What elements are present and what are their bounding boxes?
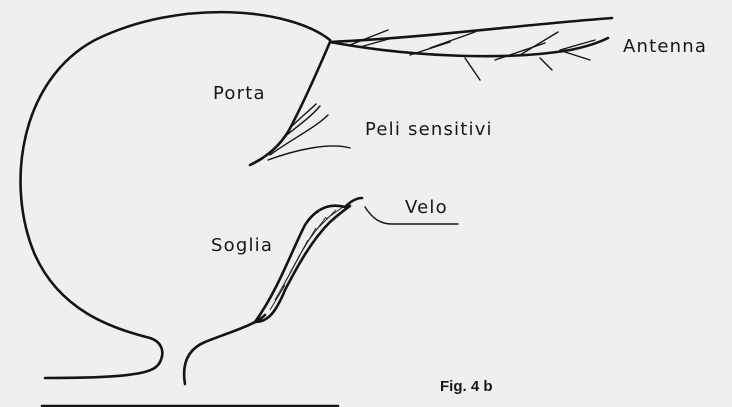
- label-porta: Porta: [213, 83, 266, 104]
- label-soglia: Soglia: [211, 235, 273, 256]
- threshold-inner: [255, 206, 350, 322]
- label-velo: Velo: [405, 197, 448, 218]
- antenna: [330, 18, 612, 80]
- label-peli-sensitivi: Peli sensitivi: [365, 119, 493, 140]
- bladder-outline: [21, 12, 330, 378]
- stalk-right: [184, 315, 265, 384]
- label-antenna: Antenna: [623, 36, 707, 57]
- threshold-outline: [255, 198, 362, 322]
- figure-caption: Fig. 4 b: [440, 378, 493, 395]
- sensitive-hairs: [268, 104, 350, 160]
